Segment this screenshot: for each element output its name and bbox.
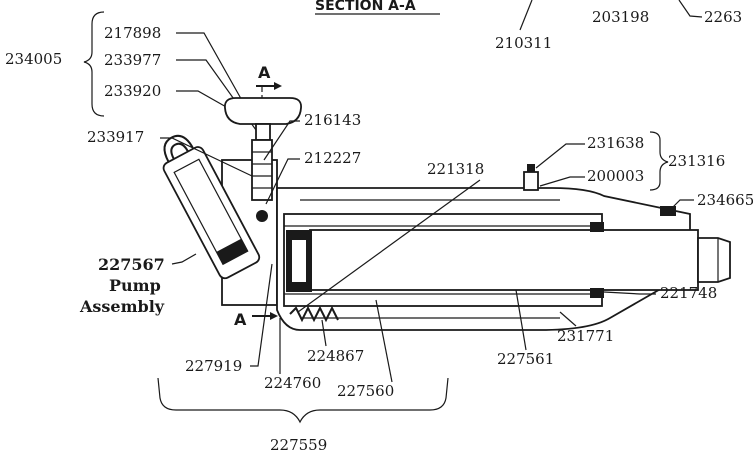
label-231638: 231638 [587,134,644,152]
leader-233917 [160,137,253,177]
leader-227567 [171,253,197,265]
label-210311: 210311 [495,34,552,52]
leader-234665 [671,199,694,209]
section-mark-top: A [258,63,271,82]
leader-231771 [559,311,577,327]
knob-stem [255,123,271,141]
brace-231316 [649,131,669,191]
label-221318: 221318 [427,160,484,178]
leader-200003 [539,176,585,187]
leader-221748 [603,291,656,295]
label-227560: 227560 [337,382,394,400]
label-2263: 2263 [704,8,742,26]
label-231771: 231771 [557,327,614,345]
pump-part-number: 227567 [98,255,165,274]
check-ball [256,210,268,222]
leader-221318 [297,179,481,313]
leader-233920 [176,90,229,109]
label-224867: 224867 [307,347,364,365]
knob-233920 [224,97,302,125]
section-title: SECTION A-A [315,0,416,14]
piston-head-face [292,240,306,282]
group-234005: 234005 [5,50,62,68]
pump-label-line2: Assembly [79,297,165,316]
leader-231638 [535,143,585,169]
label-227919: 227919 [185,357,242,375]
label-221748: 221748 [660,284,717,302]
release-valve-cap [527,164,535,172]
group-231316: 231316 [668,152,725,170]
release-valve [523,171,539,191]
section-arrowhead-bottom [270,312,278,320]
label-234665: 234665 [697,191,753,209]
valve-stack [251,139,273,201]
leader-227560 [375,299,393,383]
section-mark-bottom: A [234,310,247,329]
brace-234005 [83,11,105,117]
brace-227559 [157,377,449,424]
label-224760: 224760 [264,374,321,392]
seal-top-221748 [590,222,604,232]
label-200003: 200003 [587,167,644,185]
label-217898: 217898 [104,24,161,42]
pump-handle-loop-inner [170,142,189,160]
label-203198: 203198 [592,8,649,26]
pump-label-line1: Pump [109,276,161,295]
pump-piston [216,238,248,265]
leader-210311 [519,0,533,31]
label-233977: 233977 [104,51,161,69]
leader-227561 [515,289,527,351]
leader-2263 [678,0,703,18]
leader-227919 [250,263,273,367]
label-233920: 233920 [104,82,161,100]
leader-212227 [265,158,300,205]
seal-234665 [660,206,676,216]
label-212227: 212227 [304,149,361,167]
leader-216143 [263,120,300,161]
section-arrowhead-top [274,82,282,90]
label-216143: 216143 [304,111,361,129]
seal-bottom-221748 [590,288,604,298]
ram-nose [697,237,731,283]
label-233917: 233917 [87,128,144,146]
ram-227561 [309,229,699,291]
label-227561: 227561 [497,350,554,368]
group-227559: 227559 [270,436,327,454]
leader-224867 [321,319,327,347]
